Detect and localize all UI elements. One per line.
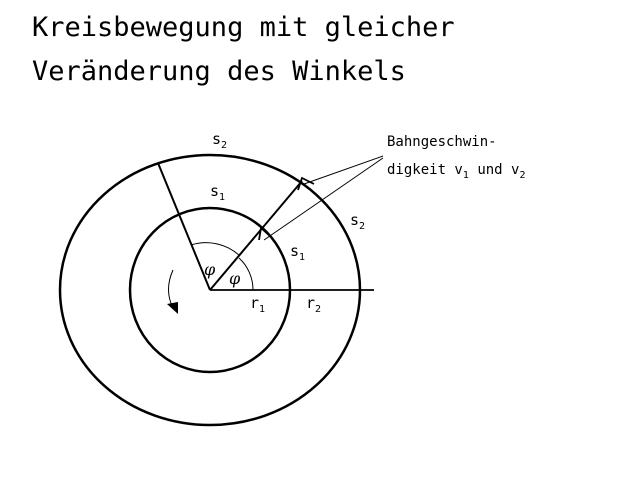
label-s1-right: s1: [290, 242, 305, 263]
label-r2: r2: [306, 294, 321, 315]
label-s2-top: s2: [212, 130, 227, 151]
annotation-line-2: digkeit v1 und v2: [387, 162, 526, 181]
pointer-line-v1: [263, 157, 384, 241]
title-line-1: Kreisbewegung mit gleicher: [32, 12, 455, 43]
label-r1: r1: [250, 294, 265, 315]
steep-radius: [157, 162, 211, 291]
title-line-2: Veränderung des Winkels: [32, 56, 406, 87]
angle-arc-outer: [190, 242, 241, 257]
velocity-arrow-outer-icon: [297, 176, 315, 191]
angle-arc-inner: [238, 257, 254, 291]
velocity-arrow-inner-icon: [258, 226, 271, 241]
diagonal-radius: [209, 180, 303, 291]
label-s2-right: s2: [350, 211, 365, 232]
label-phi-inner: φ: [229, 269, 241, 288]
rotation-direction-arc: [168, 269, 174, 309]
annotation-line-1: Bahngeschwin-: [387, 134, 497, 150]
rotation-arrowhead-icon: [167, 302, 178, 314]
pointer-line-v2: [303, 155, 384, 185]
label-s1-top: s1: [210, 182, 225, 203]
label-phi-outer: φ: [204, 260, 216, 279]
